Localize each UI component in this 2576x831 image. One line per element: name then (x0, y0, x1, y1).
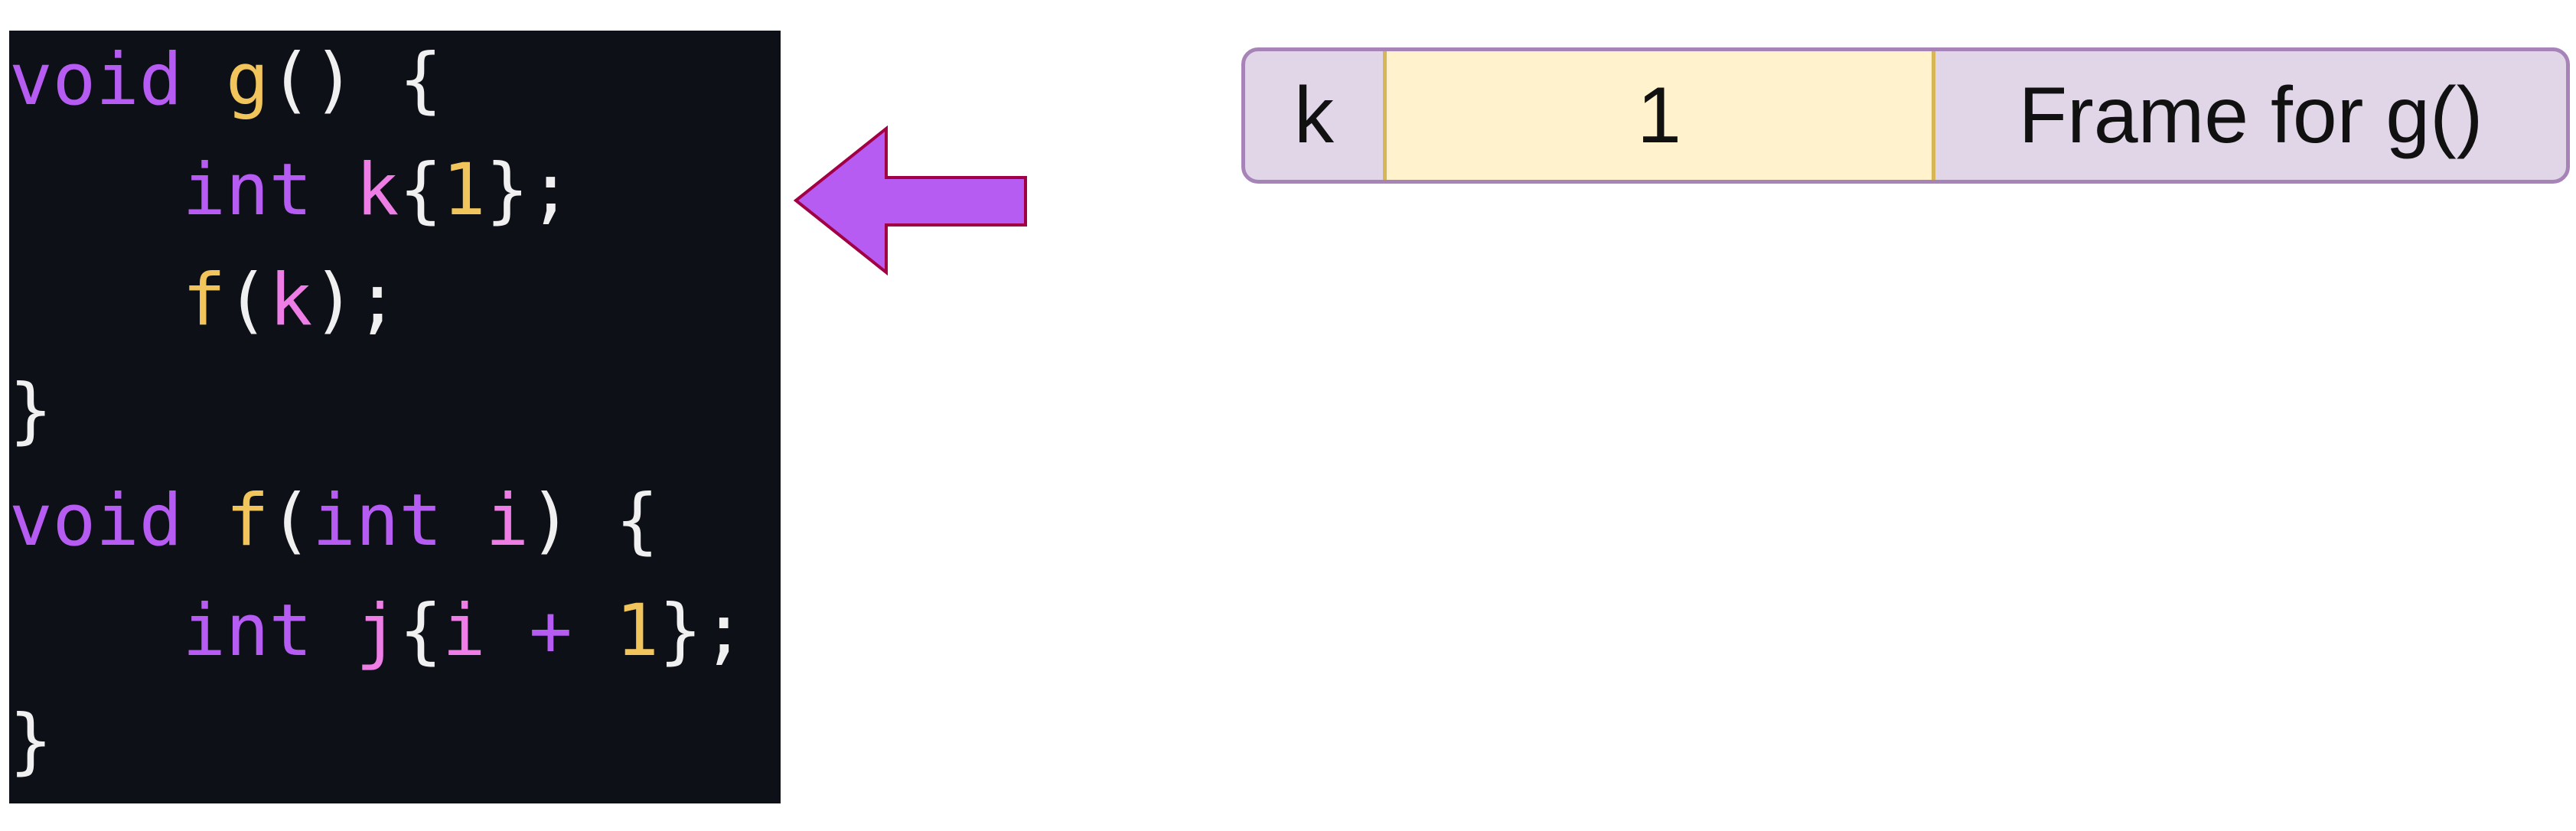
code-token: g (225, 38, 269, 122)
code-token: i (485, 479, 530, 562)
code-token: k (355, 148, 399, 232)
code-token: ); (312, 259, 399, 342)
code-token: } (9, 369, 53, 452)
code-token (182, 479, 226, 562)
code-token: j (355, 589, 399, 673)
code-line: int k{1}; (9, 141, 572, 240)
code-token: } (9, 699, 53, 783)
code-token: ( (225, 259, 269, 342)
code-token: ( (269, 479, 313, 562)
left-arrow-icon (793, 125, 1027, 276)
code-line: } (9, 361, 53, 461)
stack-variable-value: 1 (1383, 51, 1935, 180)
code-line: } (9, 692, 53, 791)
stack-frame: k 1 Frame for g() (1241, 47, 2570, 184)
code-token: }; (658, 589, 746, 673)
code-line: int j{i + 1}; (9, 582, 745, 681)
code-token: 1 (442, 148, 486, 232)
code-token: i (442, 589, 486, 673)
code-token (442, 479, 486, 562)
code-token (572, 589, 616, 673)
code-token (486, 589, 530, 673)
code-token: int (182, 148, 313, 232)
stack-frame-label: Frame for g() (2018, 71, 2483, 160)
code-token: }; (485, 148, 572, 232)
code-token (312, 589, 356, 673)
stack-variable-name: k (1294, 71, 1334, 160)
code-line: f(k); (9, 251, 399, 350)
code-token (9, 589, 182, 673)
code-token: void (9, 38, 183, 122)
code-panel: void g() { int k{1}; f(k); } void f(int … (9, 31, 781, 803)
code-line: void f(int i) { (9, 471, 659, 571)
code-token: f (225, 479, 269, 562)
code-token: () { (269, 38, 442, 122)
code-token: + (529, 589, 572, 673)
code-token (312, 148, 356, 232)
code-token: { (399, 589, 442, 673)
arrow-shape (793, 125, 1027, 276)
code-token: void (9, 479, 183, 562)
code-token (9, 148, 182, 232)
code-token (182, 38, 226, 122)
code-line: void g() { (9, 31, 442, 130)
code-token: int (182, 589, 313, 673)
code-token: 1 (615, 589, 659, 673)
code-token: int (312, 479, 442, 562)
code-token: k (269, 259, 313, 342)
code-token: ) { (529, 479, 659, 562)
code-token: { (399, 148, 442, 232)
code-token (9, 259, 182, 342)
code-token: f (182, 259, 226, 342)
